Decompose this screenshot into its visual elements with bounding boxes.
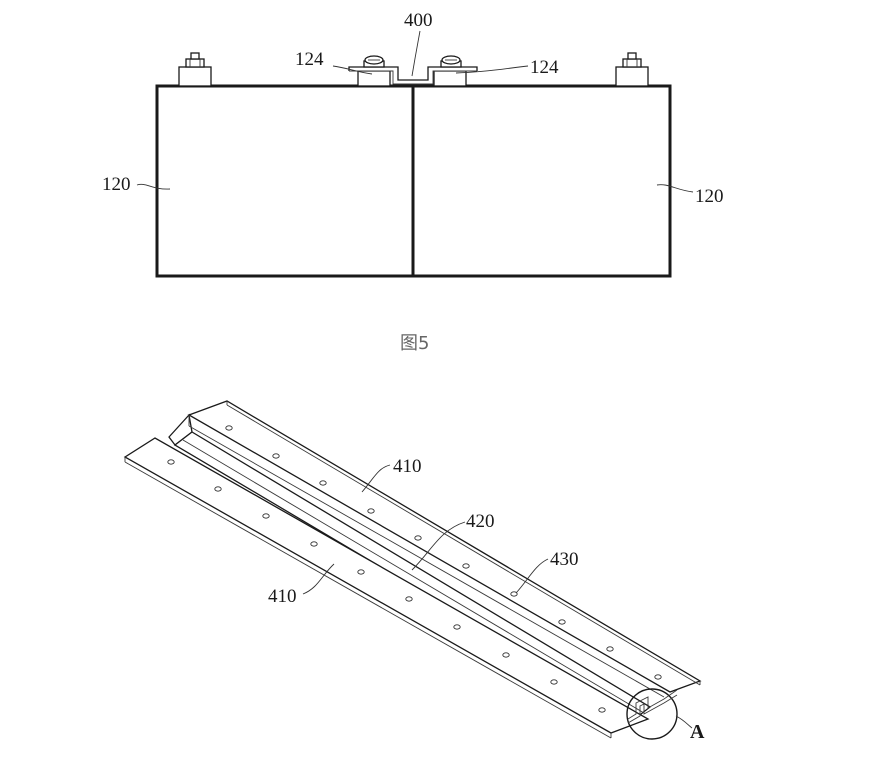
leader-124-left <box>332 65 373 75</box>
terminal-outer-left <box>178 52 212 87</box>
label-410-upper: 410 <box>393 456 422 477</box>
leader-410-lower <box>302 563 335 595</box>
leader-400 <box>411 30 421 77</box>
label-124-left: 124 <box>295 49 324 70</box>
flange-upper <box>187 400 702 693</box>
holes-upper-flange <box>225 425 662 680</box>
detail-circle-a <box>626 688 678 740</box>
leader-430 <box>515 558 549 594</box>
terminal-inner-left <box>357 70 391 87</box>
terminal-outer-right <box>615 52 649 87</box>
label-400: 400 <box>404 10 433 31</box>
holes-lower-flange <box>167 459 606 713</box>
leader-a <box>675 715 693 729</box>
busbar <box>348 66 478 85</box>
flange-lower <box>123 437 650 734</box>
leader-120-left <box>136 183 171 190</box>
battery-cell-left <box>155 84 415 278</box>
bolt-right <box>440 55 462 68</box>
bolt-left <box>363 55 385 68</box>
battery-cell-right <box>411 84 672 278</box>
label-430: 430 <box>550 549 579 570</box>
figure-6: 410 420 430 410 A <box>123 400 705 743</box>
label-124-right: 124 <box>530 57 559 78</box>
label-420: 420 <box>466 511 495 532</box>
label-120-left: 120 <box>102 174 131 195</box>
figure-5: 400 124 124 120 120 图5 <box>102 10 724 354</box>
leader-120-right <box>656 184 694 193</box>
figure-caption: 图5 <box>400 333 429 354</box>
leader-410-upper <box>361 464 391 493</box>
leader-420 <box>411 521 466 571</box>
label-120-right: 120 <box>695 186 724 207</box>
label-detail-a: A <box>690 721 705 743</box>
label-410-lower: 410 <box>268 586 297 607</box>
leader-124-right <box>455 65 529 74</box>
